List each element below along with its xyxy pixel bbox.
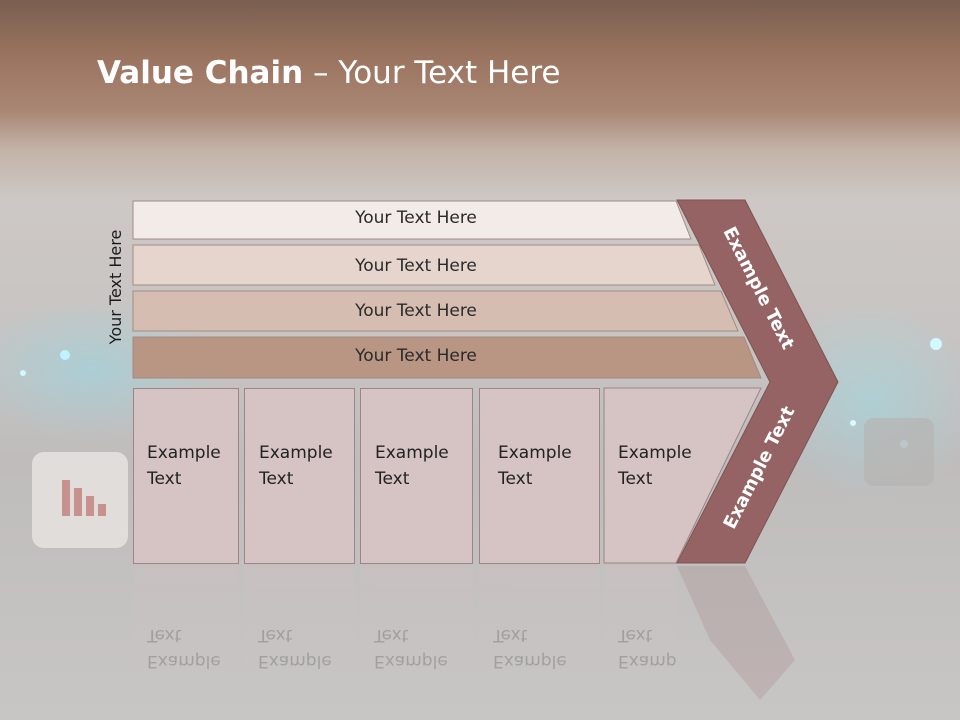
- band-1-shape: [132, 200, 692, 240]
- slide-title: Value Chain – Your Text Here: [97, 55, 561, 91]
- background-tablet-image: [32, 452, 128, 548]
- background-sparkle: [60, 350, 70, 360]
- background-sparkle: [20, 370, 26, 376]
- band-3-label: Your Text Here: [355, 301, 477, 321]
- chevron-reflection: [677, 566, 795, 700]
- band-2-label: Your Text Here: [355, 256, 477, 276]
- cell-4: [479, 388, 600, 564]
- cell-5-shape: [603, 387, 762, 564]
- chevron-arrow: [676, 199, 839, 564]
- cell-1: [133, 388, 239, 564]
- band-4-label: Your Text Here: [355, 346, 477, 366]
- band-3-shape: [132, 290, 739, 332]
- background-sparkle: [930, 338, 942, 350]
- band-2-shape: [132, 244, 716, 286]
- band-4-shape: [132, 336, 762, 379]
- cell-2: [244, 388, 355, 564]
- background-square-image: [864, 418, 934, 486]
- band-1-label: Your Text Here: [355, 208, 477, 228]
- background-sparkle: [850, 420, 856, 426]
- cell-3: [360, 388, 473, 564]
